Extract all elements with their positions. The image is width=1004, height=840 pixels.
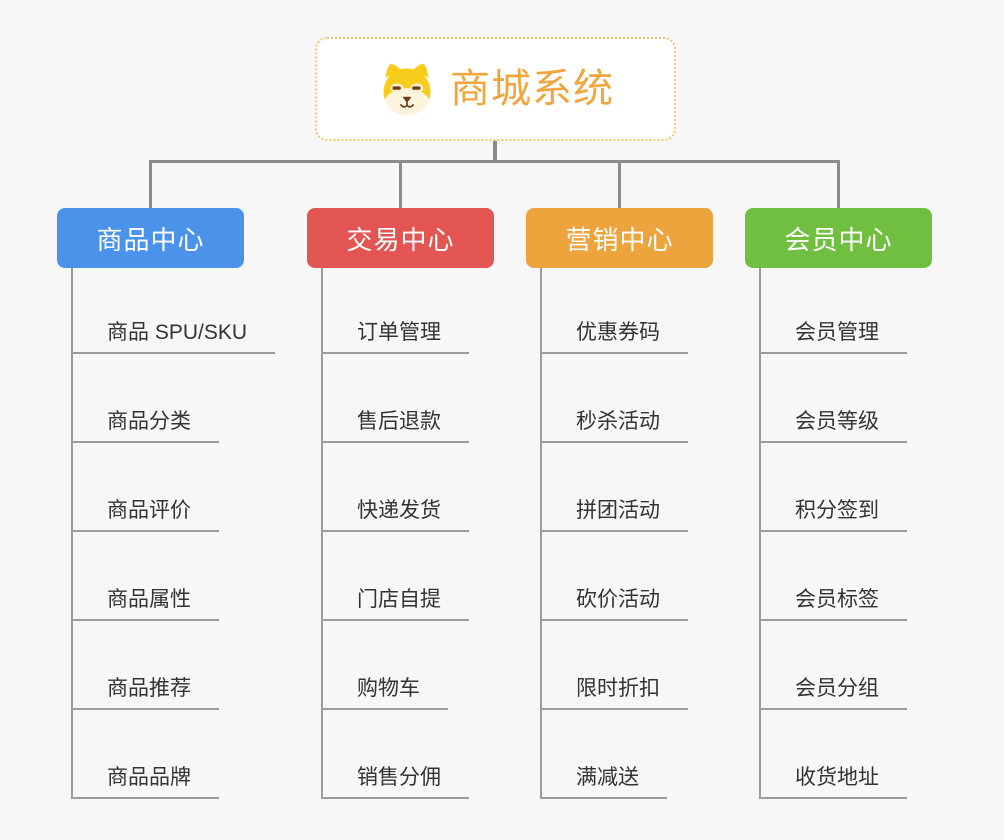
leaf-node: 会员分组	[759, 621, 907, 710]
leaf-node: 砍价活动	[540, 532, 688, 621]
branch-node-member-center[interactable]: 会员中心	[745, 208, 932, 268]
leaf-node: 售后退款	[321, 354, 469, 443]
leaf-label[interactable]: 秒杀活动	[540, 409, 688, 443]
leaf-label[interactable]: 会员管理	[759, 320, 907, 354]
leaf-label[interactable]: 优惠券码	[540, 320, 688, 354]
connector-drop-marketing-center	[618, 163, 621, 208]
leaf-label[interactable]: 商品 SPU/SKU	[71, 320, 276, 354]
leaf-label[interactable]: 拼团活动	[540, 498, 688, 532]
connector-horizontal-bar	[149, 160, 840, 163]
leaf-label[interactable]: 会员等级	[759, 409, 907, 443]
branch-product-center: 商品中心 商品 SPU/SKU 商品分类 商品评价 商品属性 商品推荐 商品品牌	[57, 208, 276, 799]
branch-member-center: 会员中心 会员管理 会员等级 积分签到 会员标签 会员分组 收货地址	[745, 208, 932, 799]
branch-node-product-center[interactable]: 商品中心	[57, 208, 244, 268]
leaf-node: 销售分佣	[321, 710, 469, 799]
root-title: 商城系统	[450, 67, 614, 111]
connector-drop-member-center	[837, 163, 840, 208]
leaf-node: 优惠券码	[540, 268, 688, 354]
leaf-label[interactable]: 限时折扣	[540, 676, 688, 710]
leaf-node: 商品 SPU/SKU	[71, 268, 276, 354]
leaf-node: 限时折扣	[540, 621, 688, 710]
leaf-label[interactable]: 会员标签	[759, 587, 907, 621]
leaf-label[interactable]: 商品属性	[71, 587, 219, 621]
branch-children-member-center: 会员管理 会员等级 积分签到 会员标签 会员分组 收货地址	[759, 268, 907, 799]
leaf-node: 拼团活动	[540, 443, 688, 532]
dog-face-icon	[383, 63, 431, 116]
leaf-node: 商品属性	[71, 532, 275, 621]
leaf-node: 会员管理	[759, 268, 907, 354]
leaf-node: 购物车	[321, 621, 469, 710]
leaf-node: 商品品牌	[71, 710, 275, 799]
connector-root-stem	[493, 141, 497, 163]
connector-drop-product-center	[149, 163, 152, 208]
leaf-node: 商品分类	[71, 354, 275, 443]
leaf-label[interactable]: 销售分佣	[321, 765, 469, 799]
leaf-label[interactable]: 商品品牌	[71, 765, 219, 799]
leaf-node: 满减送	[540, 710, 688, 799]
leaf-label[interactable]: 商品分类	[71, 409, 219, 443]
leaf-label[interactable]: 商品推荐	[71, 676, 219, 710]
leaf-node: 收货地址	[759, 710, 907, 799]
leaf-label[interactable]: 满减送	[540, 765, 667, 799]
leaf-label[interactable]: 收货地址	[759, 765, 907, 799]
branch-children-product-center: 商品 SPU/SKU 商品分类 商品评价 商品属性 商品推荐 商品品牌	[71, 268, 276, 799]
leaf-node: 商品评价	[71, 443, 275, 532]
connector-drop-trade-center	[399, 163, 402, 208]
leaf-node: 会员标签	[759, 532, 907, 621]
leaf-node: 会员等级	[759, 354, 907, 443]
branch-children-trade-center: 订单管理 售后退款 快递发货 门店自提 购物车 销售分佣	[321, 268, 469, 799]
leaf-label[interactable]: 会员分组	[759, 676, 907, 710]
leaf-node: 门店自提	[321, 532, 469, 621]
leaf-label[interactable]: 门店自提	[321, 587, 469, 621]
branch-children-marketing-center: 优惠券码 秒杀活动 拼团活动 砍价活动 限时折扣 满减送	[540, 268, 688, 799]
branch-trade-center: 交易中心 订单管理 售后退款 快递发货 门店自提 购物车 销售分佣	[307, 208, 494, 799]
leaf-node: 快递发货	[321, 443, 469, 532]
branch-node-trade-center[interactable]: 交易中心	[307, 208, 494, 268]
leaf-label[interactable]: 快递发货	[321, 498, 469, 532]
leaf-label[interactable]: 砍价活动	[540, 587, 688, 621]
leaf-node: 订单管理	[321, 268, 469, 354]
leaf-label[interactable]: 商品评价	[71, 498, 219, 532]
branch-node-marketing-center[interactable]: 营销中心	[526, 208, 713, 268]
leaf-label[interactable]: 积分签到	[759, 498, 907, 532]
branch-marketing-center: 营销中心 优惠券码 秒杀活动 拼团活动 砍价活动 限时折扣 满减送	[526, 208, 713, 799]
leaf-label[interactable]: 购物车	[321, 676, 448, 710]
leaf-node: 积分签到	[759, 443, 907, 532]
leaf-label[interactable]: 订单管理	[321, 320, 469, 354]
leaf-label[interactable]: 售后退款	[321, 409, 469, 443]
leaf-node: 秒杀活动	[540, 354, 688, 443]
leaf-node: 商品推荐	[71, 621, 275, 710]
root-node[interactable]: 商城系统	[315, 37, 676, 141]
